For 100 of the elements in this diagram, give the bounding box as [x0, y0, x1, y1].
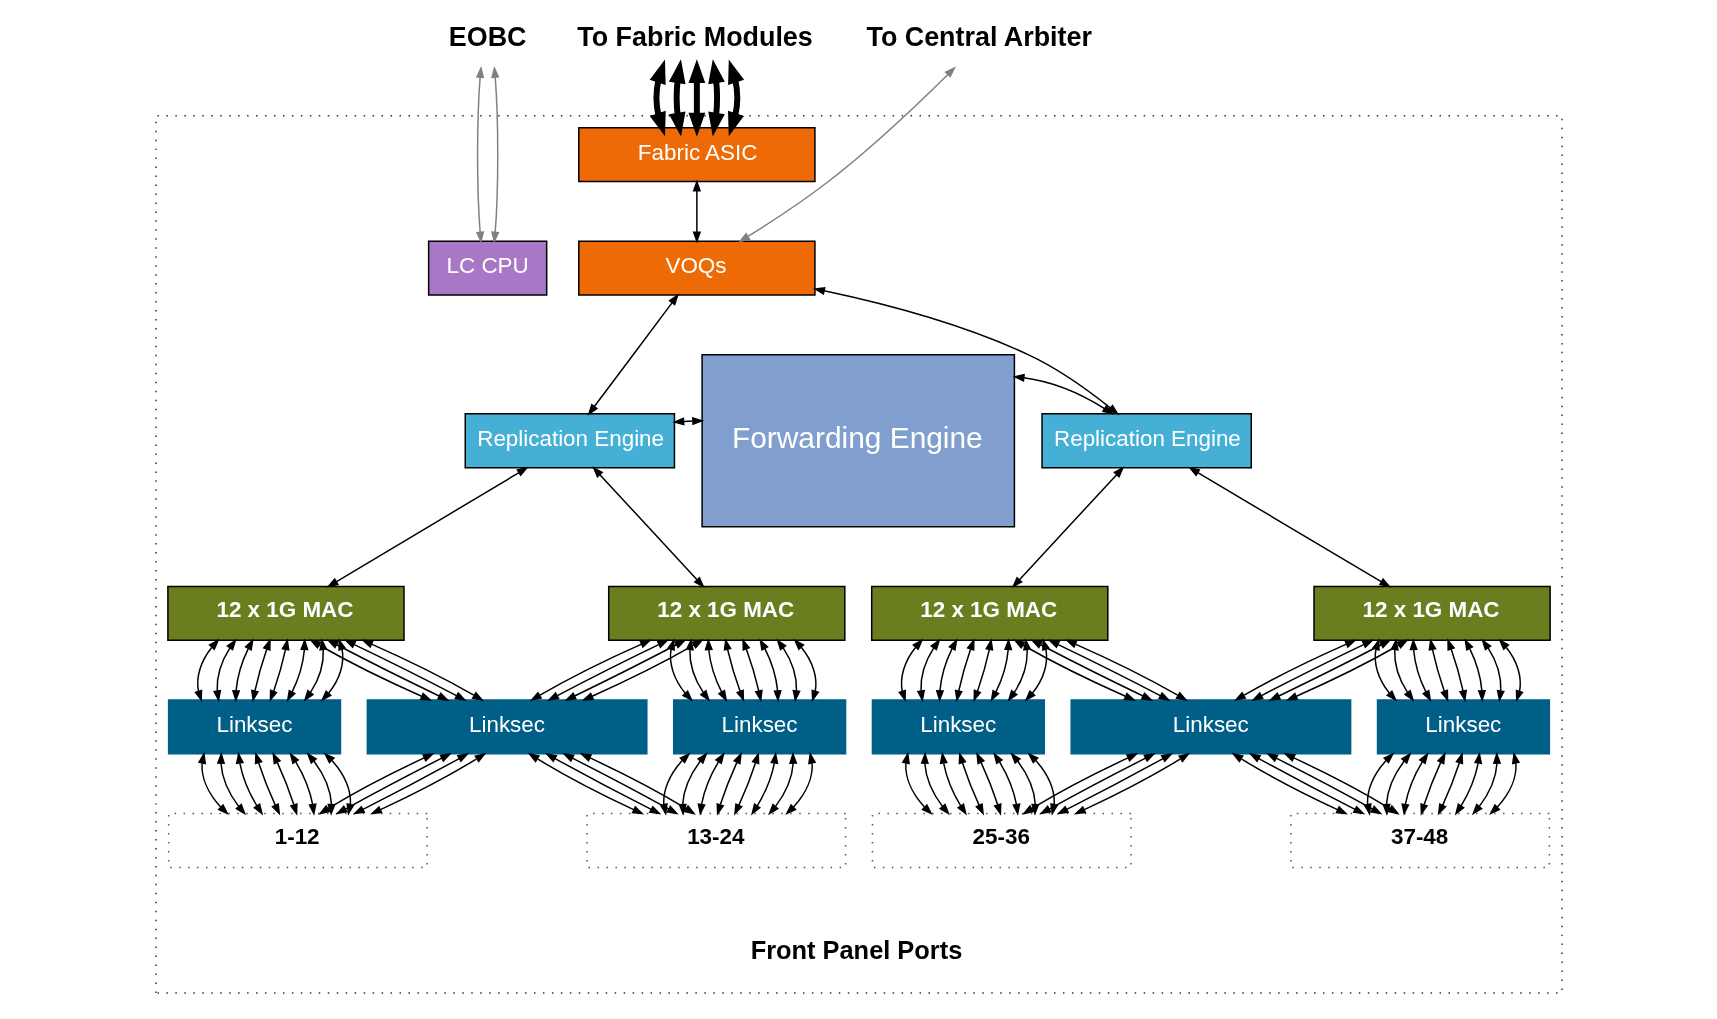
arrow: [581, 639, 704, 701]
arrow: [1480, 638, 1505, 703]
arrow: [288, 752, 317, 816]
arrow: [544, 752, 661, 815]
node-box: Replication Engine: [1040, 413, 1252, 469]
arrow: [1471, 751, 1501, 816]
arrow: [733, 751, 759, 816]
arrow: [561, 753, 679, 815]
node-box: Linksec: [1376, 699, 1550, 755]
arrow: [1463, 638, 1486, 703]
node-box: 12 x 1G MAC: [607, 585, 846, 641]
node-box: 12 x 1G MAC: [166, 585, 405, 641]
arrow: [360, 639, 484, 702]
node-box: Linksec: [167, 699, 341, 755]
arrow: [1073, 752, 1190, 815]
arrow: [750, 751, 778, 816]
arrow: [1282, 753, 1400, 815]
arrow: [975, 752, 1001, 816]
arrow: [1362, 752, 1394, 816]
arrow: [1064, 639, 1188, 702]
arrow: [1231, 752, 1348, 815]
arrow: [475, 66, 484, 244]
arrow: [369, 752, 486, 815]
arrow: [587, 293, 679, 416]
arrow: [1250, 639, 1374, 701]
arrow: [716, 752, 742, 816]
arrow: [286, 638, 309, 702]
arrow: [678, 752, 708, 816]
arrow: [1390, 638, 1414, 702]
arrow: [529, 639, 652, 702]
arrow: [591, 466, 705, 589]
arrow: [343, 639, 467, 701]
arrow: [231, 638, 254, 703]
arrow: [1437, 751, 1463, 816]
arrow: [1419, 752, 1446, 816]
arrow: [546, 639, 669, 701]
node-box: Linksec: [672, 699, 846, 755]
arrow: [254, 751, 280, 816]
arrow: [1454, 751, 1482, 816]
arrow: [992, 752, 1021, 816]
arrow: [920, 751, 950, 816]
arrow: [1011, 466, 1124, 589]
node-box: Replication Engine: [464, 413, 675, 469]
arrow: [1187, 466, 1391, 588]
node-box: 1-12: [167, 812, 428, 869]
arrow: [1248, 752, 1365, 815]
arrow: [668, 59, 685, 137]
arrow: [767, 751, 797, 816]
node-box: Forwarding Engine: [700, 354, 1015, 528]
arrow: [696, 752, 725, 816]
node-text: EOBC: [448, 22, 526, 53]
arrow: [973, 638, 993, 703]
node-box: 13-24: [585, 812, 846, 869]
arrow: [723, 638, 744, 703]
arrow: [490, 66, 499, 244]
arrow: [758, 638, 782, 703]
arrow: [958, 751, 984, 816]
arrow: [352, 752, 469, 815]
arrow: [775, 638, 801, 703]
arrow: [685, 638, 710, 702]
arrow: [1488, 751, 1520, 816]
cluster: [154, 115, 1563, 994]
arrow: [326, 466, 529, 588]
node-text: To Fabric Modules: [576, 22, 813, 53]
arrow: [527, 752, 644, 815]
arrow: [269, 638, 290, 703]
arrow: [671, 416, 704, 426]
arrow: [1427, 638, 1448, 703]
node-box: Linksec: [871, 699, 1045, 755]
node-box: 12 x 1G MAC: [870, 585, 1109, 641]
arrow: [901, 751, 933, 816]
arrow: [193, 638, 219, 703]
arrow: [897, 638, 923, 703]
arrow: [250, 638, 271, 703]
arrow: [1408, 638, 1431, 702]
arrow: [666, 638, 693, 702]
node-box: 37-48: [1289, 812, 1550, 869]
node-box: Linksec: [1069, 699, 1351, 755]
arrow: [990, 638, 1012, 702]
arrow: [1268, 639, 1391, 701]
arrow: [563, 639, 686, 701]
arrow: [812, 286, 1119, 416]
arrow: [197, 751, 229, 816]
arrow: [692, 179, 701, 244]
arrow: [649, 59, 666, 137]
arrow: [1371, 638, 1397, 702]
arrow: [1400, 752, 1429, 816]
arrow: [1047, 639, 1171, 701]
arrow: [235, 751, 263, 816]
arrow: [579, 753, 696, 815]
arrow: [212, 638, 237, 703]
arrow: [687, 59, 705, 137]
arrow: [707, 59, 725, 137]
node-box: Linksec: [366, 699, 648, 755]
node-box: 25-36: [871, 812, 1132, 869]
arrow: [916, 638, 940, 703]
arrow: [939, 751, 967, 816]
arrow: [727, 59, 744, 137]
arrow: [659, 752, 690, 816]
arrow: [1012, 373, 1114, 415]
